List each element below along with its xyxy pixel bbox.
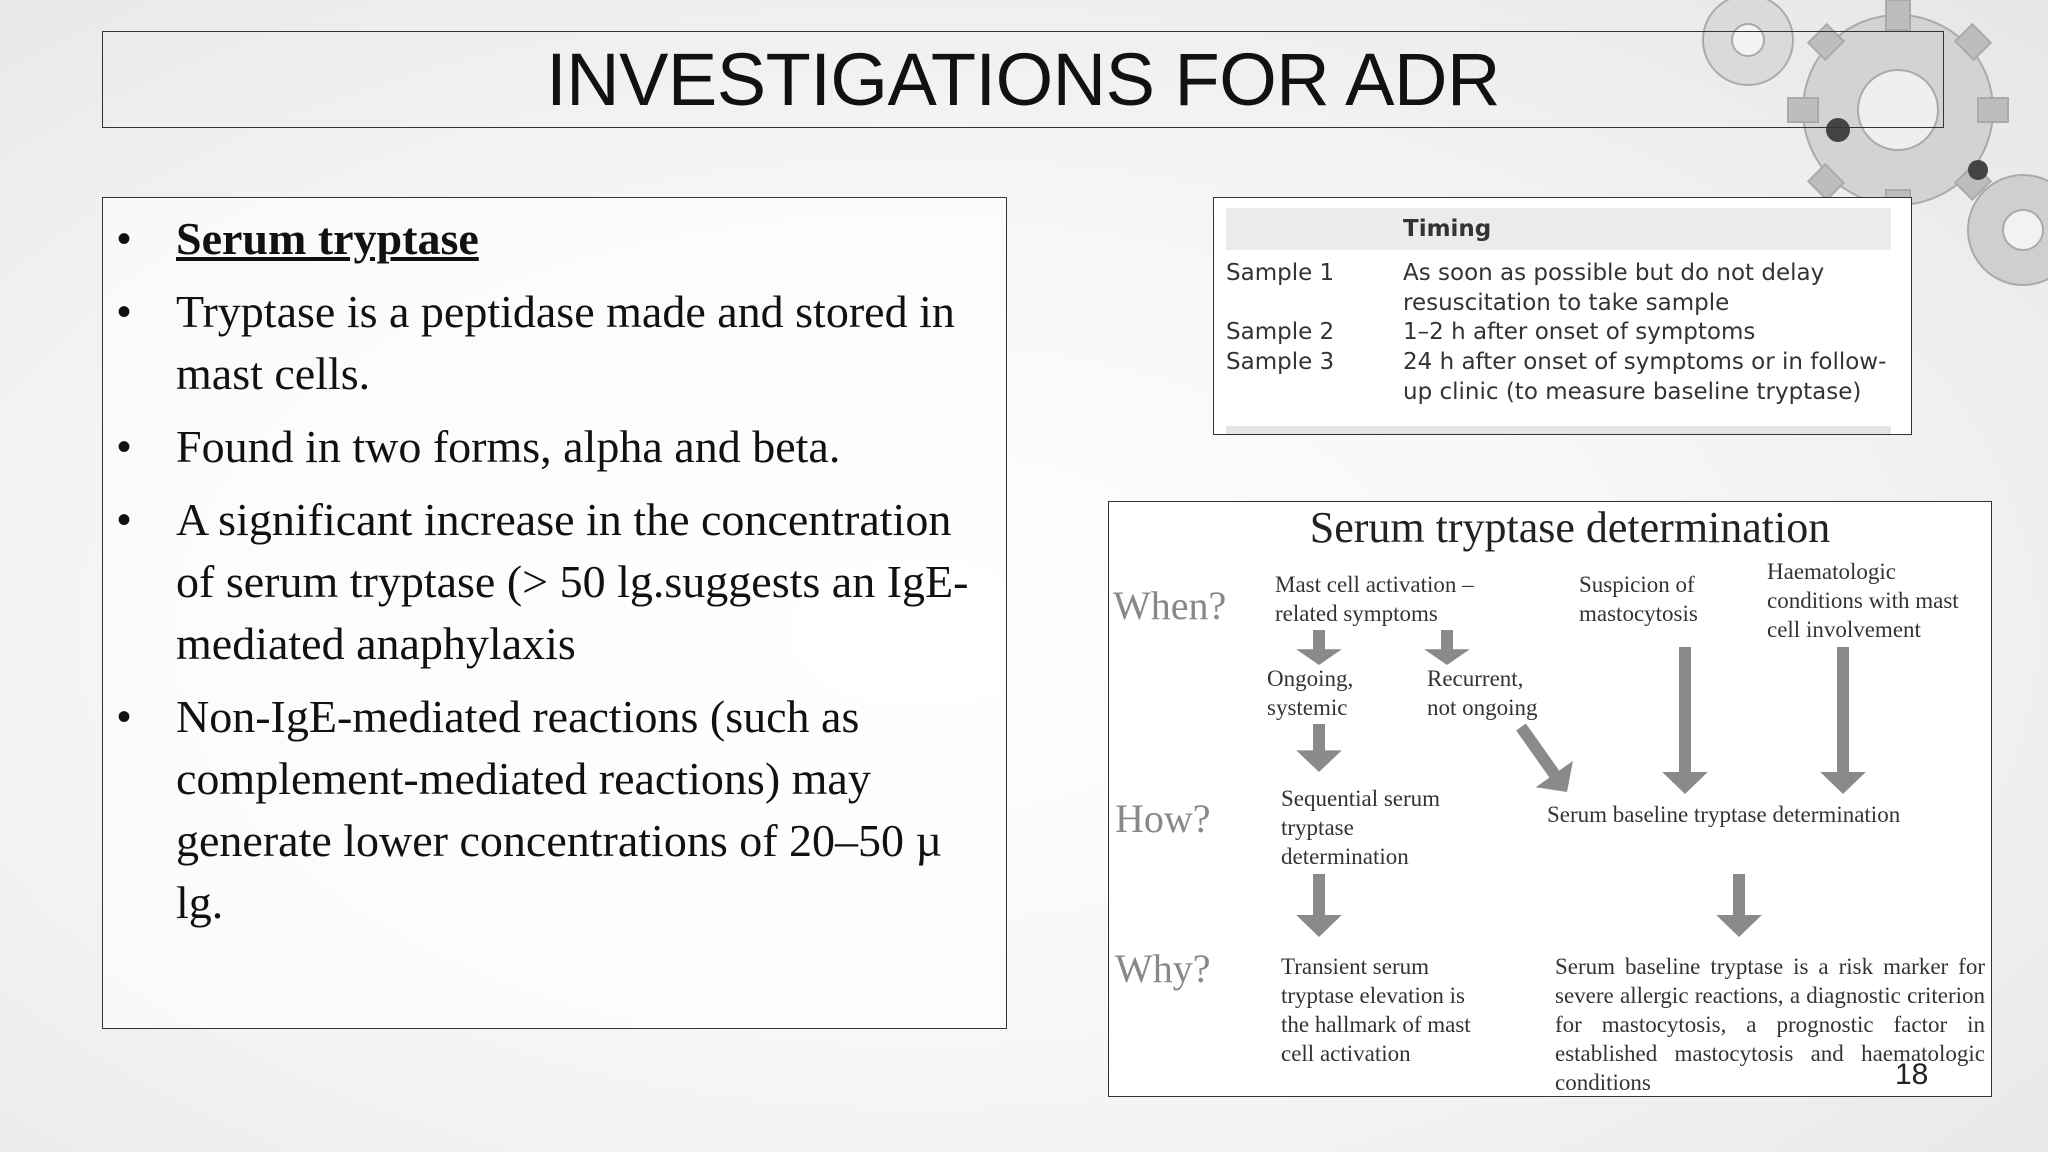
question-how: How?: [1115, 796, 1211, 841]
bullet-text: Tryptase is a peptidase made and stored …: [176, 286, 955, 399]
title-box: INVESTIGATIONS FOR ADR: [102, 31, 1944, 128]
arrow-sequential-to-transient-icon: [1296, 874, 1342, 937]
arrow-recurrent-to-baseline-icon: [1516, 723, 1573, 792]
bullet-item: • Tryptase is a peptidase made and store…: [103, 281, 996, 405]
arrow-mastocytosis-to-baseline-icon: [1662, 647, 1708, 794]
recurrent-label: Recurrent, not ongoing: [1427, 666, 1538, 720]
when-mastocytosis-label: Suspicion of mastocytosis: [1579, 572, 1698, 626]
bullet-item: • Serum tryptase: [103, 208, 996, 270]
timing-table-header: Timing: [1226, 208, 1891, 250]
why-baseline-label: Serum baseline tryptase is a risk marker…: [1555, 954, 1985, 1095]
bullet-dot: •: [117, 217, 132, 261]
bullet-item: • A significant increase in the concentr…: [103, 489, 996, 675]
bullet-text: A significant increase in the concentrat…: [176, 494, 969, 669]
bullet-item: • Found in two forms, alpha and beta.: [103, 416, 996, 478]
arrow-haematologic-to-baseline-icon: [1820, 647, 1866, 794]
how-baseline-label: Serum baseline tryptase determination: [1547, 802, 1901, 827]
bullet-list-box: • Serum tryptase • Tryptase is a peptida…: [102, 197, 1007, 1029]
arrow-to-ongoing-icon: [1296, 630, 1342, 665]
sample-timing: As soon as possible but do not delay res…: [1403, 260, 1825, 316]
timing-table: Timing Sample 1 As soon as possible but …: [1213, 197, 1912, 435]
when-mast-cell-label: Mast cell activation – related symptoms: [1275, 572, 1474, 626]
slide-title: INVESTIGATIONS FOR ADR: [546, 38, 1500, 121]
bullet-text: Found in two forms, alpha and beta.: [176, 421, 841, 472]
bullet-item: • Non-IgE-mediated reactions (such as co…: [103, 686, 996, 934]
when-haematologic-label: Haematologic conditions with mast cell i…: [1767, 559, 1959, 642]
sample-timing: 24 h after onset of symptoms or in follo…: [1403, 349, 1887, 405]
arrow-to-recurrent-icon: [1424, 630, 1470, 665]
sample-timing: 1–2 h after onset of symptoms: [1403, 319, 1756, 345]
ongoing-systemic-label: Ongoing, systemic: [1267, 666, 1354, 720]
bullet-text: Serum tryptase: [176, 213, 479, 264]
question-when: When?: [1113, 583, 1227, 628]
why-transient-label: Transient serum tryptase elevation is th…: [1281, 954, 1471, 1066]
sample-label: Sample 2: [1226, 319, 1335, 345]
page-number: 18: [1895, 1058, 1929, 1091]
how-sequential-label: Sequential serum tryptase determination: [1281, 786, 1441, 869]
arrow-baseline-to-risk-icon: [1716, 874, 1762, 937]
flowchart-title: Serum tryptase determination: [1309, 503, 1831, 552]
flowchart-arrows: [1296, 630, 1866, 937]
question-why: Why?: [1115, 946, 1211, 991]
arrow-to-sequential-icon: [1296, 724, 1342, 772]
bullet-dot: •: [117, 290, 132, 334]
sample-label: Sample 1: [1226, 260, 1335, 286]
bullet-text: Non-IgE-mediated reactions (such as comp…: [176, 691, 943, 928]
bullet-dot: •: [117, 695, 132, 739]
timing-table-footer-bar: [1226, 426, 1891, 434]
bullet-dot: •: [117, 425, 132, 469]
tryptase-flowchart: Serum tryptase determination When? How? …: [1108, 501, 1992, 1097]
timing-header-label: Timing: [1403, 216, 1492, 242]
sample-label: Sample 3: [1226, 349, 1335, 375]
bullet-dot: •: [117, 498, 132, 542]
bullet-list: • Serum tryptase • Tryptase is a peptida…: [103, 208, 996, 934]
